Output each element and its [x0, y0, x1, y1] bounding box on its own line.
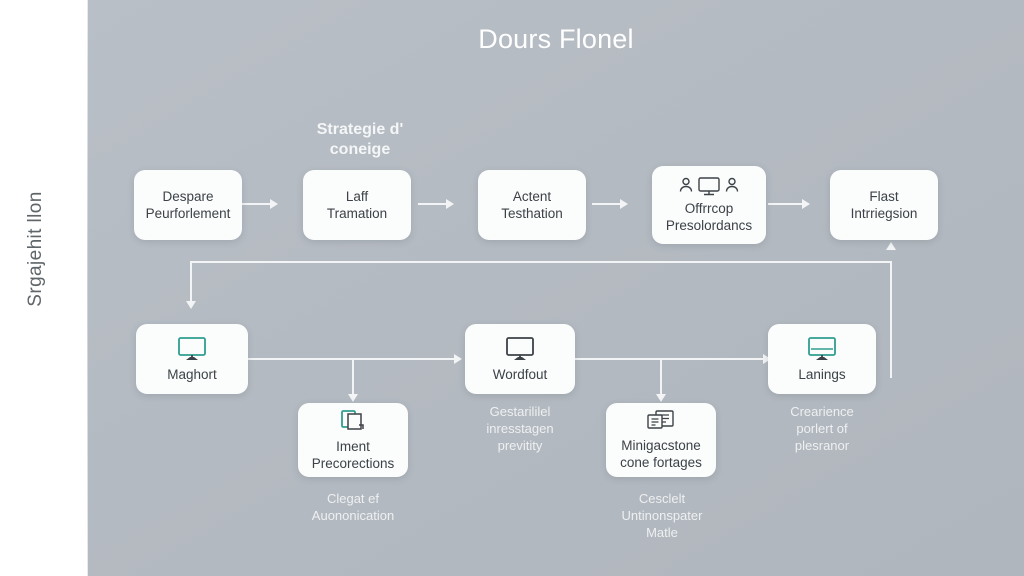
connector-n1-n2	[242, 203, 272, 205]
users-monitor-icon	[678, 176, 740, 196]
loop-horizontal	[190, 261, 892, 263]
arrowhead-n4-n5	[802, 199, 810, 209]
arrowhead-n1-n2	[270, 199, 278, 209]
rail-divider	[87, 0, 88, 576]
node-lanings[interactable]: Lanings	[768, 324, 876, 394]
node-label: Maghort	[167, 366, 217, 382]
node-label: Iment Precorections	[311, 439, 395, 471]
arrowhead-b3-b4	[656, 394, 666, 402]
rail-label: Srgajehit llon	[25, 191, 46, 307]
loop-left-vertical	[190, 261, 192, 303]
page-title: Dours Flonel	[478, 24, 634, 54]
loop-arrowhead-into-b1	[186, 301, 196, 309]
node-iment-precorections[interactable]: Iment Precorections	[298, 403, 408, 477]
left-rail	[0, 0, 88, 576]
arrowhead-n3-n4	[620, 199, 628, 209]
node-label: Offrrcop Presolordancs	[665, 201, 753, 233]
node-label: Laff Tramation	[326, 189, 388, 221]
loop-arrowhead-into-n5	[886, 242, 896, 250]
arrowhead-b3-b5	[763, 354, 771, 364]
connector-n3-n4	[592, 203, 622, 205]
node-label: Minigacstone cone fortages	[620, 438, 702, 470]
caption-iment-precorections: Clegat ef Auononication	[311, 491, 395, 523]
arrowhead-b1-b3	[454, 354, 462, 364]
node-minigacstone-cone-fortages[interactable]: Minigacstone cone fortages	[606, 403, 716, 477]
branch-b1-b2	[352, 358, 354, 396]
node-wordfout[interactable]: Wordfout	[465, 324, 575, 394]
node-label: Wordfout	[492, 366, 548, 382]
node-label: Lanings	[798, 366, 846, 382]
node-despare-peurforlement[interactable]: Despare Peurforlement	[134, 170, 242, 240]
section-heading: Strategie d' coneige	[316, 121, 404, 158]
loop-right-vertical	[890, 262, 892, 378]
cards-icon	[645, 409, 677, 433]
connector-n4-n5	[768, 203, 804, 205]
caption-minigacstone: Cesclelt Untinonspater Matle	[621, 491, 703, 540]
caption-lanings: Crearience porlert of plesranor	[790, 404, 854, 453]
node-label: Despare Peurforlement	[145, 189, 231, 221]
branch-b3-b4	[660, 358, 662, 396]
node-laff-tramation[interactable]: Laff Tramation	[303, 170, 411, 240]
monitor-icon	[504, 336, 536, 362]
monitor-icon	[806, 336, 838, 362]
caption-wordfout: Gestarililel inresstagen previtity	[486, 404, 554, 453]
arrowhead-b1-b2	[348, 394, 358, 402]
node-maghort[interactable]: Maghort	[136, 324, 248, 394]
monitor-icon	[176, 336, 208, 362]
documents-icon	[338, 408, 368, 434]
node-label: Actent Testhation	[501, 189, 563, 221]
node-actent-testhation[interactable]: Actent Testhation	[478, 170, 586, 240]
arrowhead-n2-n3	[446, 199, 454, 209]
node-offrrcop-presolordancs[interactable]: Offrrcop Presolordancs	[652, 166, 766, 244]
node-flast-intrriegsion[interactable]: Flast Intrriegsion	[830, 170, 938, 240]
node-label: Flast Intrriegsion	[850, 189, 918, 221]
connector-b3-b5	[575, 358, 765, 360]
diagram-stage	[88, 0, 1024, 576]
connector-n2-n3	[418, 203, 448, 205]
